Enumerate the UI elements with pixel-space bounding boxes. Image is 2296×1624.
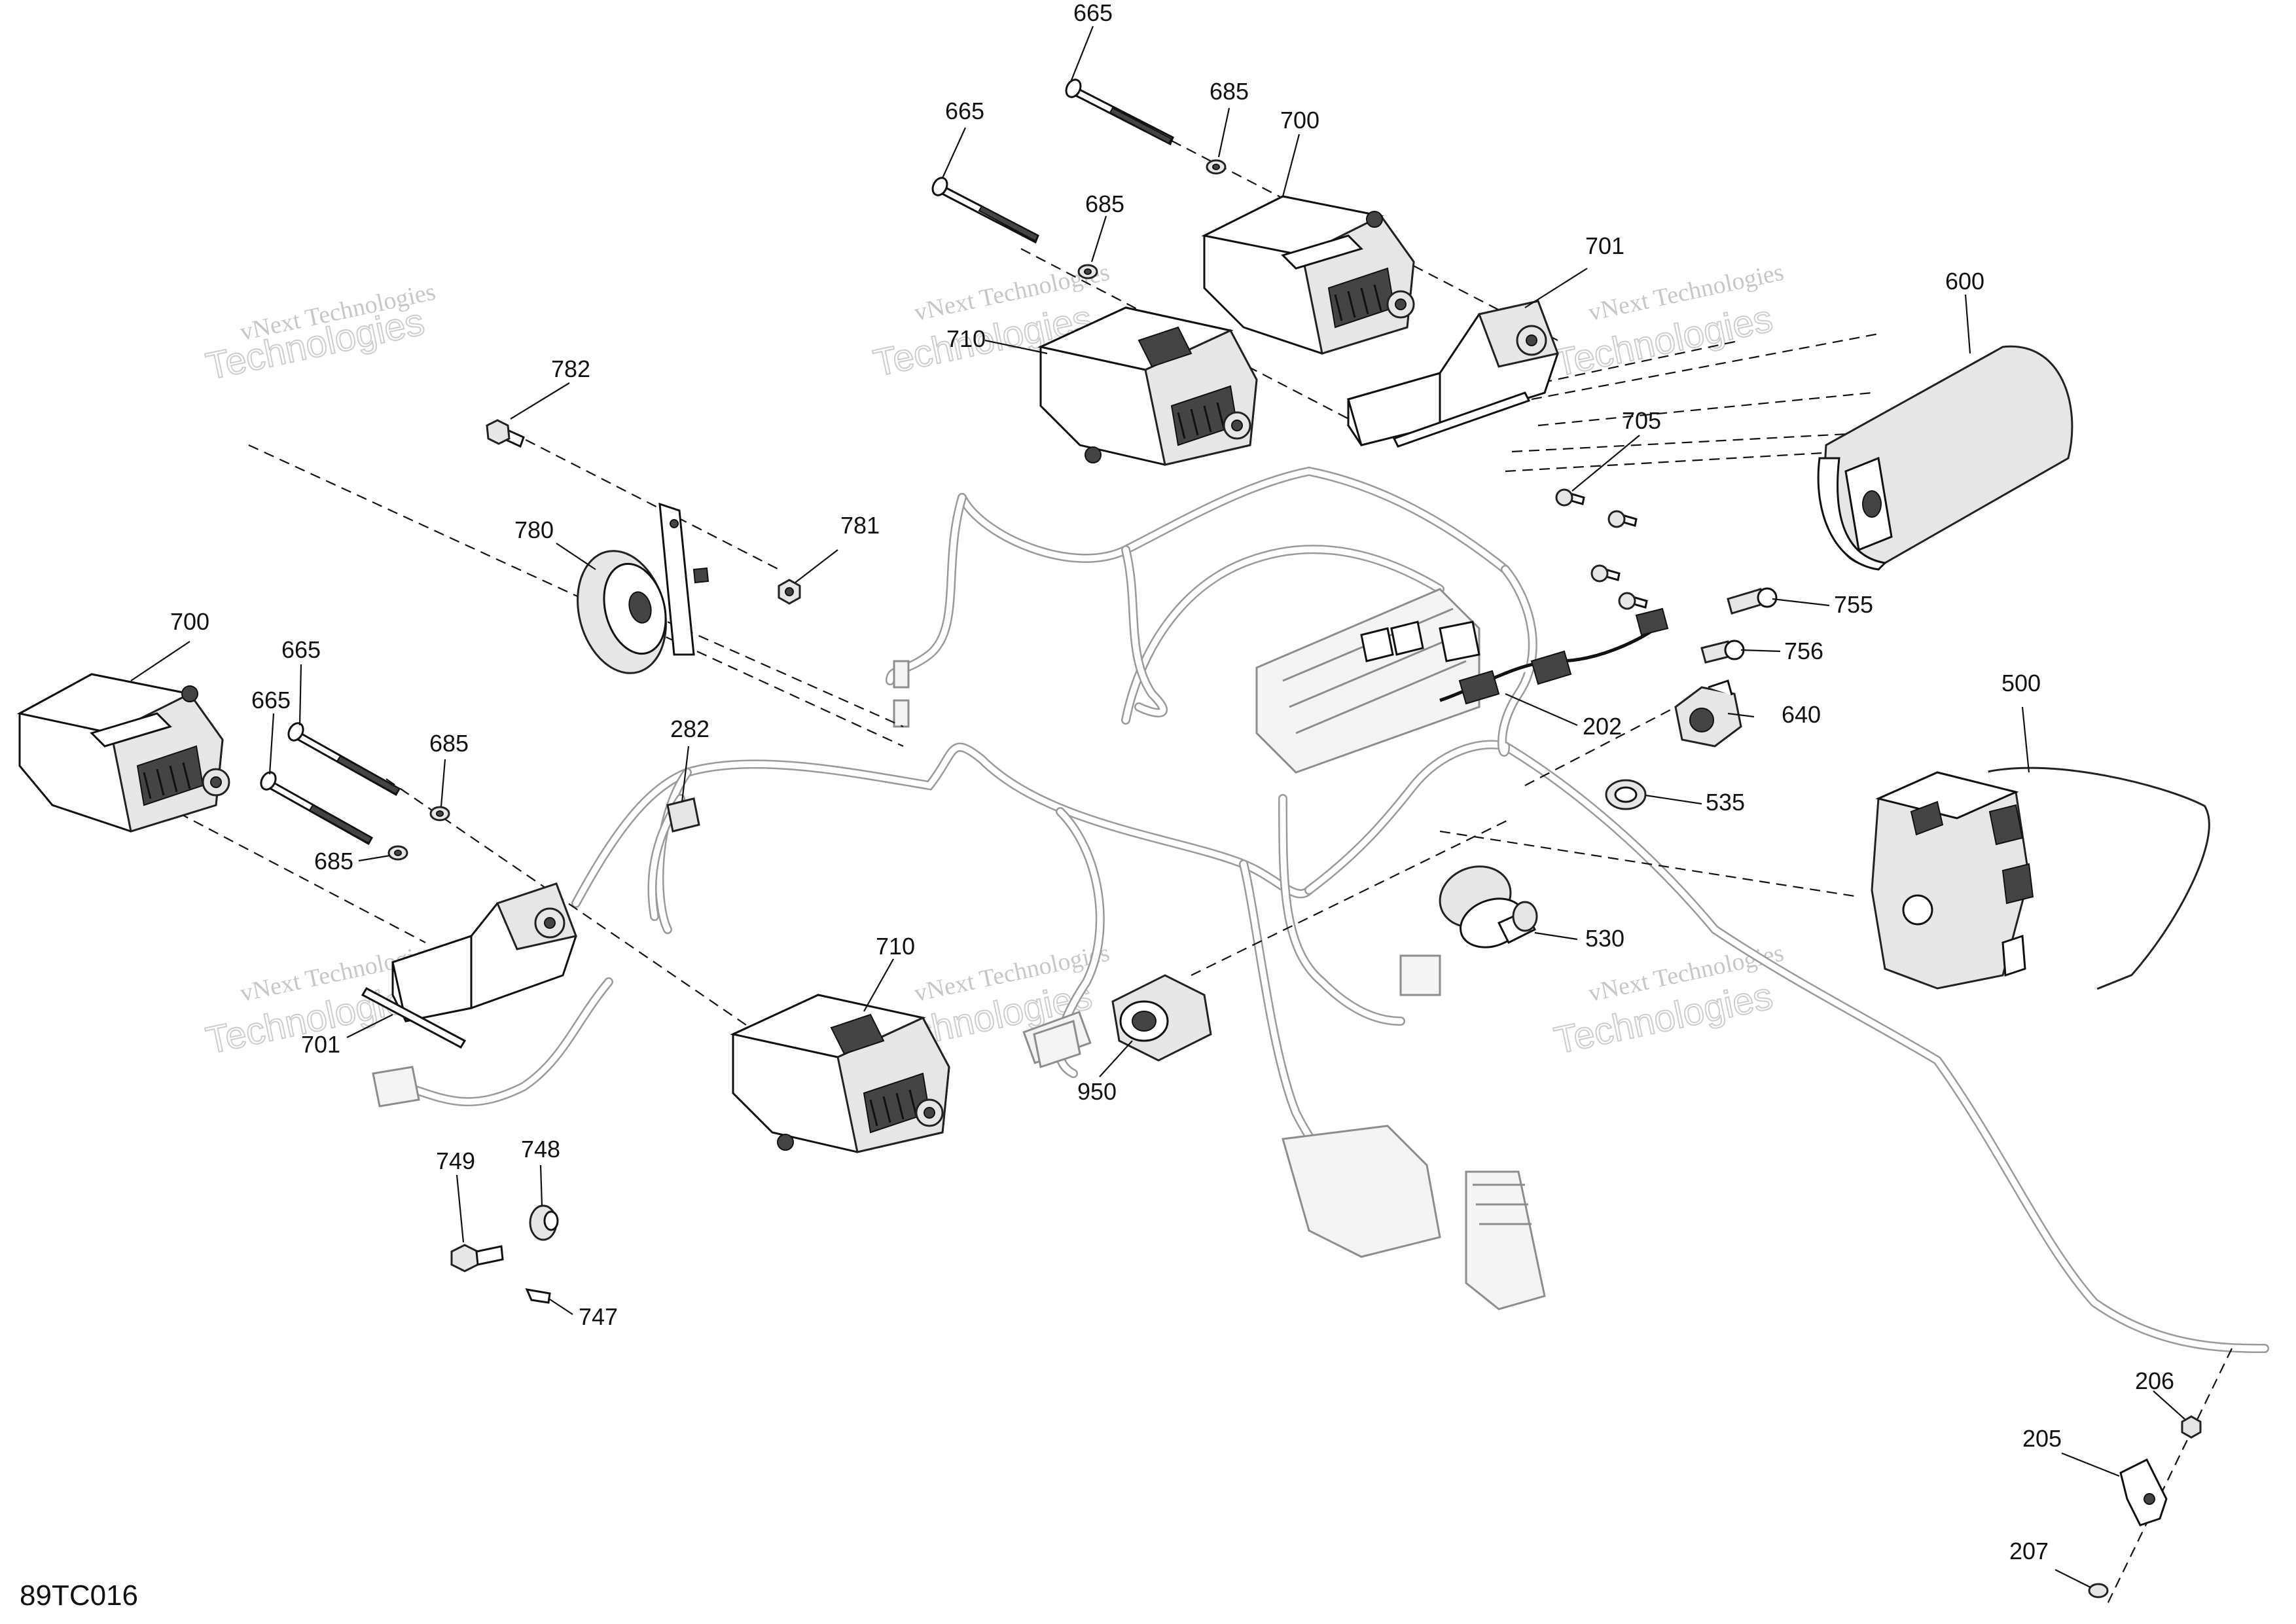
handlebar-switch-500 <box>1871 767 2210 990</box>
module-700 <box>16 673 230 833</box>
screw-705 <box>1618 592 1648 610</box>
callout-206: 206 <box>2135 1367 2174 1394</box>
callout-640: 640 <box>1782 701 1821 728</box>
assembly-lines <box>163 140 2233 1604</box>
callout-685: 685 <box>314 848 353 875</box>
module-710 <box>1037 306 1258 466</box>
callout-710: 710 <box>946 325 986 352</box>
nut-206 <box>2181 1415 2202 1439</box>
bracket-701 <box>361 882 578 1108</box>
screw-705 <box>1555 488 1585 507</box>
callout-700: 700 <box>1280 107 1319 134</box>
callout-780: 780 <box>514 516 554 543</box>
bushing-748 <box>529 1204 559 1241</box>
screw-207 <box>2088 1583 2109 1598</box>
callout-labels: 665 685 700 665 685 701 710 600 782 780 … <box>170 0 2174 1564</box>
engine-connector-ghost <box>1282 1125 1441 1258</box>
callout-755: 755 <box>1834 591 1873 618</box>
clip-747 <box>525 1288 551 1304</box>
connector-282 <box>666 797 700 833</box>
bulb-755 <box>1727 587 1778 615</box>
bolt-665 <box>1065 79 1174 146</box>
callout-207: 207 <box>2009 1538 2049 1564</box>
callout-665: 665 <box>1073 0 1113 26</box>
callout-282: 282 <box>670 715 709 742</box>
callout-665: 665 <box>251 687 291 713</box>
washer-685 <box>1206 159 1227 175</box>
module-710 <box>730 994 950 1153</box>
callout-500: 500 <box>2001 670 2041 696</box>
bracket-701 <box>1347 300 1560 448</box>
callout-535: 535 <box>1706 789 1745 816</box>
bracket-205 <box>2119 1458 2168 1526</box>
cover-600 <box>1817 345 2073 571</box>
socket-530 <box>1439 865 1538 948</box>
callout-685: 685 <box>429 730 469 757</box>
module-700 <box>1201 195 1415 355</box>
callout-748: 748 <box>521 1136 560 1163</box>
switch-640 <box>1674 679 1742 748</box>
callout-700: 700 <box>170 608 209 635</box>
callout-665: 665 <box>945 98 984 124</box>
washer-685 <box>387 845 408 861</box>
nut-781 <box>778 579 801 605</box>
callout-685: 685 <box>1085 190 1124 217</box>
screw-705 <box>1607 510 1638 528</box>
callout-685: 685 <box>1210 78 1249 105</box>
horn-780 <box>577 502 709 674</box>
diagram-code: 89TC016 <box>20 1579 138 1612</box>
bolt-782 <box>486 419 525 448</box>
washer-685 <box>1077 264 1098 280</box>
bolt-665 <box>260 771 374 846</box>
usb-socket-950 <box>1033 974 1212 1068</box>
wiring-202 <box>1360 607 1669 705</box>
callout-747: 747 <box>579 1303 618 1330</box>
bolt-749 <box>450 1244 504 1272</box>
callout-749: 749 <box>436 1147 475 1174</box>
callout-600: 600 <box>1945 268 1984 295</box>
callout-701: 701 <box>1585 232 1624 259</box>
callout-950: 950 <box>1077 1078 1117 1105</box>
ecu-ghost <box>1255 588 1480 774</box>
bolt-665 <box>287 722 401 797</box>
ring-535 <box>1605 779 1647 810</box>
callout-665: 665 <box>281 636 321 663</box>
callout-756: 756 <box>1784 638 1823 664</box>
screw-705 <box>1590 564 1621 583</box>
callout-710: 710 <box>876 933 915 960</box>
wiring-harness <box>401 466 2269 1353</box>
washer-685 <box>429 806 450 821</box>
callout-781: 781 <box>840 512 880 539</box>
callout-782: 782 <box>551 355 590 382</box>
callout-205: 205 <box>2022 1425 2062 1452</box>
callout-202: 202 <box>1583 713 1622 740</box>
callout-530: 530 <box>1585 925 1624 952</box>
leader-lines <box>130 26 2185 1588</box>
bulb-756 <box>1700 640 1745 664</box>
bolt-665 <box>931 177 1039 244</box>
callout-701: 701 <box>301 1031 340 1058</box>
callout-705: 705 <box>1622 407 1661 434</box>
